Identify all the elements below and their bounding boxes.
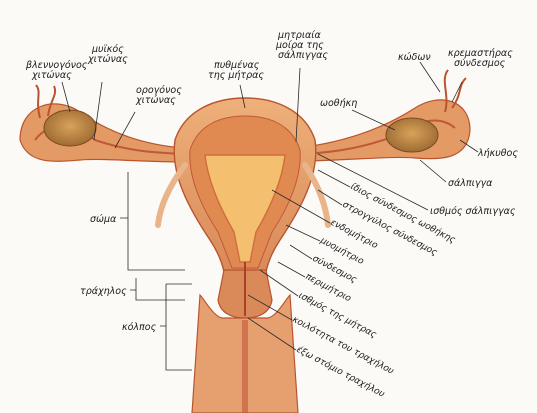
label-lekythos: λήκυθος <box>477 148 518 159</box>
body-bracket <box>120 172 185 270</box>
left-round-ligament <box>158 165 185 225</box>
label-oothiki: ωοθήκη <box>320 98 357 109</box>
cervix-bracket <box>130 278 185 300</box>
label-orogonos: ορογόνος χιτώνας <box>135 85 185 106</box>
leader-syndesmos <box>290 245 312 259</box>
left-ovary <box>44 110 96 146</box>
label-mitriaia: μητριαία μοίρα της σάλπιγγας <box>275 30 328 61</box>
label-salpigga: σάλπιγγα <box>448 178 493 189</box>
label-soma: σώμα <box>90 214 117 225</box>
leader-kodon <box>420 62 440 92</box>
leader-perimetrio <box>278 262 305 277</box>
leader-oothiki <box>352 110 395 130</box>
vagina-bracket <box>160 284 192 370</box>
label-blennogonos: βλεννογόνος χιτώνας <box>25 60 90 81</box>
label-pythmenas: πυθμένας της μήτρας <box>208 60 264 81</box>
leader-salpigga <box>420 160 446 182</box>
right-ovary <box>386 118 438 152</box>
label-kolpos: κόλπος <box>122 322 157 333</box>
leader-idios <box>318 170 350 187</box>
label-mykos: μυϊκός χιτώνας <box>87 44 128 65</box>
label-exo-stomio: έξω στόμιο τραχήλου <box>295 344 387 400</box>
label-isthmos-salpiggas: ισθμός σάλπιγγας <box>430 206 516 217</box>
label-kodon: κώδων <box>398 52 431 63</box>
label-trachilos: τράχηλος <box>80 286 127 297</box>
right-round-ligament <box>305 165 328 225</box>
label-kremastiras: κρεμαστήρας σύνδεσμος <box>448 48 516 69</box>
leader-mymetrio <box>286 225 320 241</box>
